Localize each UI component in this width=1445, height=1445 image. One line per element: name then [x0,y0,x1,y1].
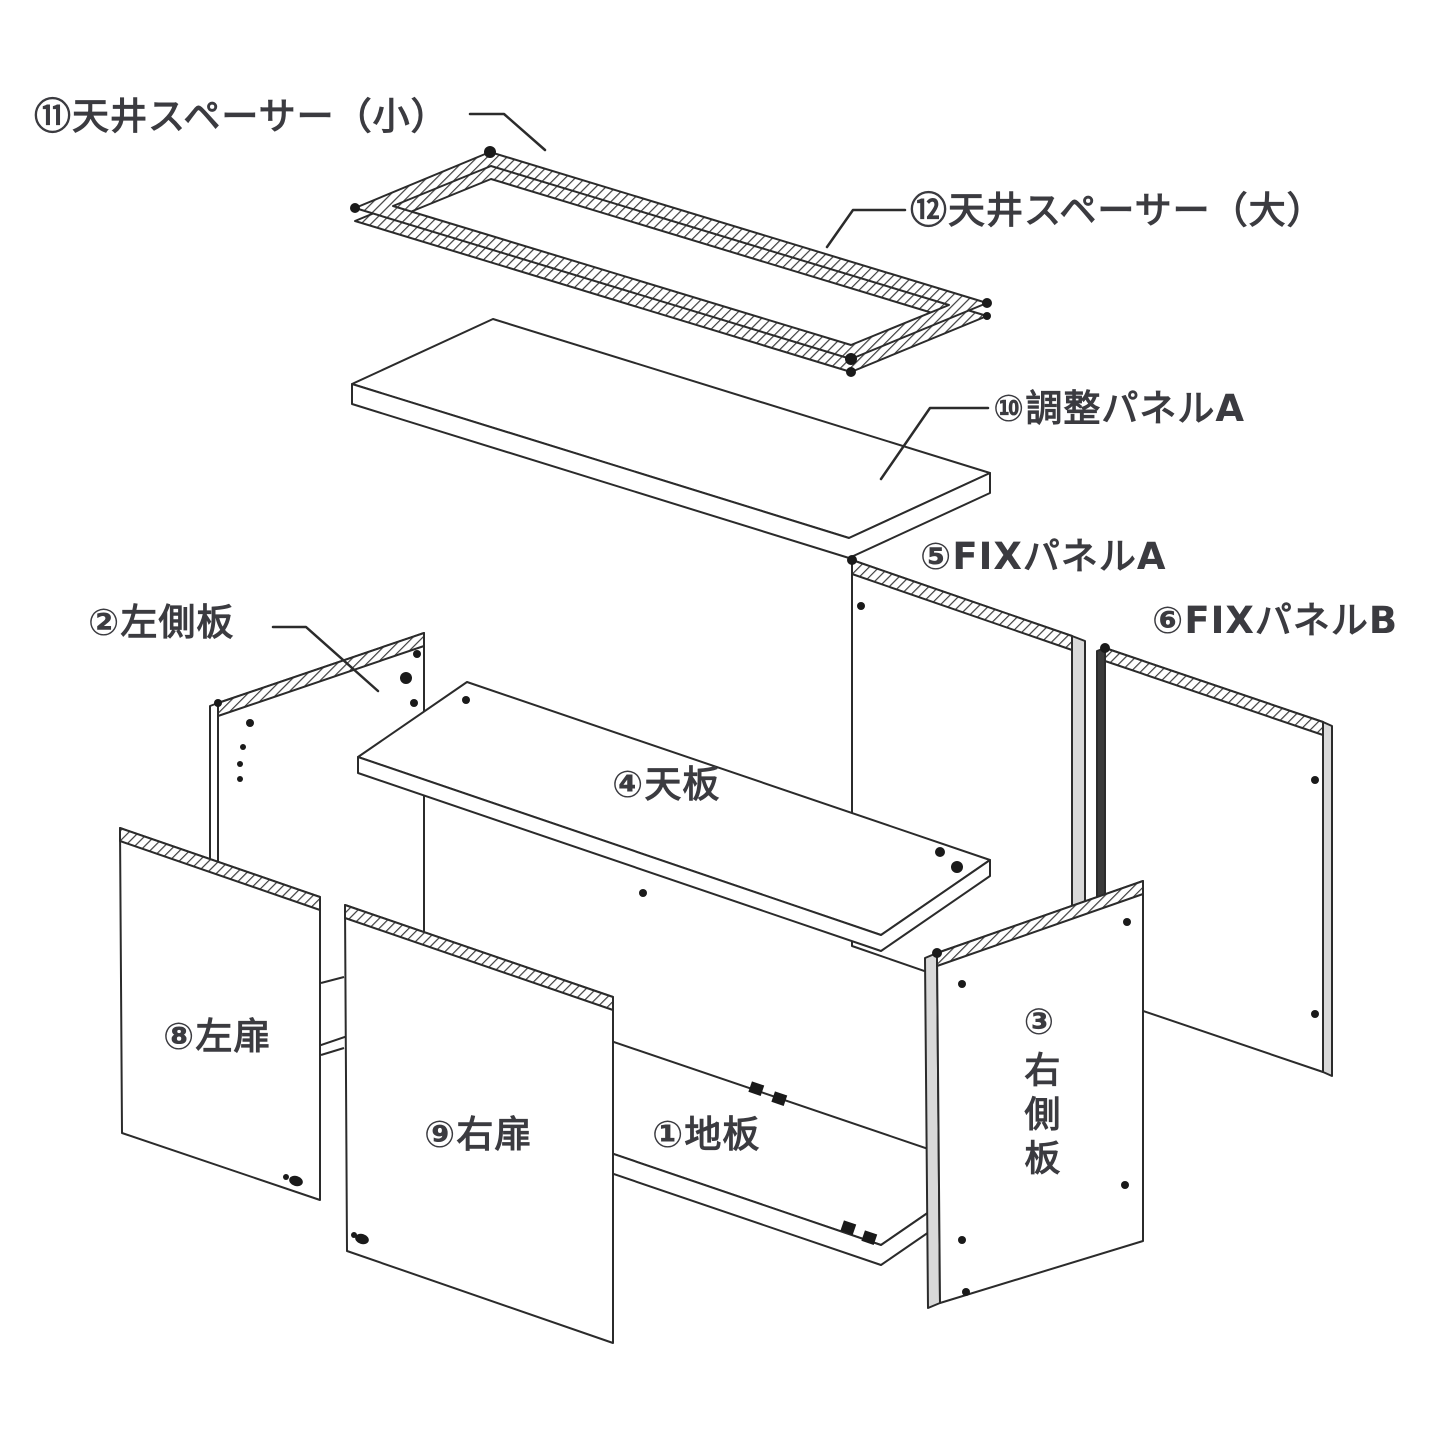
label-left-side-panel: ②左側板 [88,601,235,644]
part-top-board [357,681,991,952]
label-adjust-panel-a: ⑩調整パネルA [993,387,1245,430]
label-top-board: ④天板 [612,763,721,806]
part-fix-panel-b [1096,643,1333,1077]
leader-ceiling-spacer-large [825,208,907,249]
leader-left-side-panel [271,625,380,693]
label-fix-panel-b: ⑥FIXパネルB [1152,599,1399,642]
label-left-door: ⑧左扉 [163,1015,272,1058]
part-right-door [344,904,614,1344]
leader-adjust-panel-a [879,406,990,481]
leader-lines [271,112,990,693]
label-ceiling-spacer-large: ⑫天井スペーサー（大） [910,189,1325,232]
part-ceiling-spacer-small [350,146,992,365]
label-bottom-board: ①地板 [652,1113,761,1156]
part-right-side-panel [924,880,1144,1309]
label-right-side-panel: ③右側板 [1018,1002,1060,1183]
part-left-door [119,827,321,1201]
part-adjust-panel-a [351,318,991,559]
label-right-door: ⑨右扉 [424,1113,533,1156]
label-ceiling-spacer-small: ⑪天井スペーサー（小） [34,95,449,138]
door-gap-edges [320,976,345,1056]
leader-ceiling-spacer-small [468,112,547,152]
label-fix-panel-a: ⑤FIXパネルA [920,535,1167,578]
